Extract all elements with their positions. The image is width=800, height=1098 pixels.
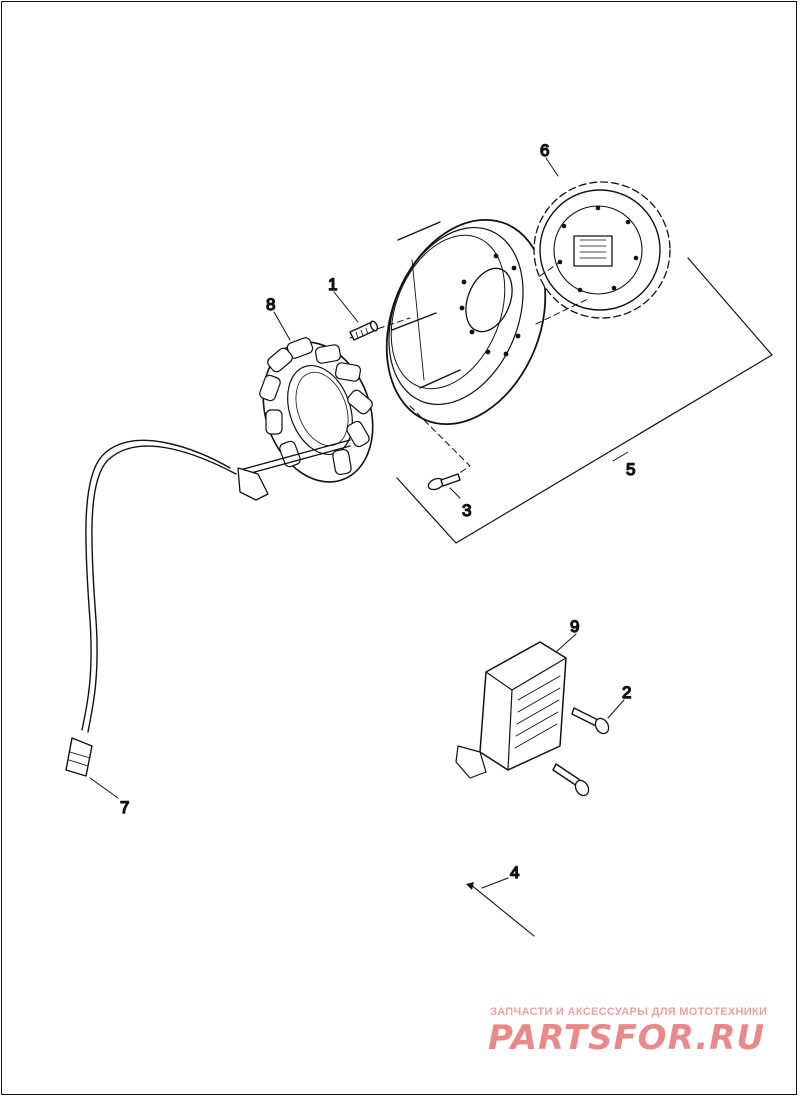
sprocket xyxy=(533,181,671,319)
callout-7: 7 xyxy=(120,798,129,817)
bolt-2-upper xyxy=(571,707,610,735)
callout-9: 9 xyxy=(570,617,579,636)
callout-6: 6 xyxy=(540,141,549,160)
stator-lead xyxy=(65,439,351,777)
cable-strap xyxy=(466,882,535,937)
callout-4: 4 xyxy=(510,863,519,882)
callout-5-bracket xyxy=(396,257,773,544)
regulator xyxy=(455,641,567,779)
leader-lines xyxy=(89,157,625,889)
callout-2: 2 xyxy=(622,683,631,702)
callout-8: 8 xyxy=(266,295,275,314)
watermark-tagline: ЗАПЧАСТИ И АКСЕССУАРЫ ДЛЯ МОТОТЕХНИКИ xyxy=(490,1006,768,1018)
rotor xyxy=(385,218,547,426)
screw-3 xyxy=(427,473,461,491)
callout-5: 5 xyxy=(626,460,635,479)
callout-1: 1 xyxy=(328,275,337,294)
stator xyxy=(259,337,374,483)
bolt-2-lower xyxy=(552,763,590,797)
watermark-logo: PARTSFOR.RU xyxy=(488,1018,766,1058)
callout-3: 3 xyxy=(462,501,471,520)
screw-1 xyxy=(349,320,379,341)
